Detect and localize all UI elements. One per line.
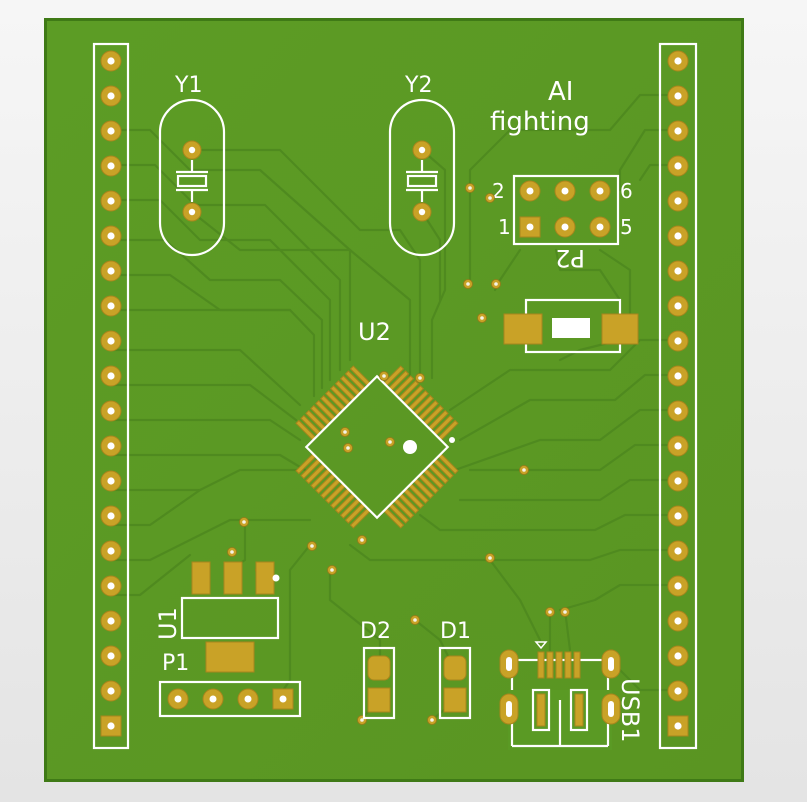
header-pin (100, 400, 122, 422)
header-pin (667, 470, 689, 492)
header-pin (667, 400, 689, 422)
crystal-y2: Y2 (388, 73, 456, 257)
header-pin (100, 470, 122, 492)
header-pin (667, 645, 689, 667)
via (415, 373, 425, 383)
via (519, 465, 529, 475)
header-pin (667, 575, 689, 597)
diode-d2: D2 (360, 619, 396, 720)
via (465, 183, 475, 193)
via (491, 279, 501, 289)
header-pin (100, 505, 122, 527)
p2-pin5-label: 5 (620, 215, 633, 239)
header-pin (667, 365, 689, 387)
via (427, 715, 437, 725)
header-pin (100, 365, 122, 387)
orientation-dot (449, 437, 455, 443)
header-pin (667, 295, 689, 317)
via (227, 547, 237, 557)
label-usb1: USB1 (616, 678, 644, 743)
usb-connector-usb1: USB1 (499, 641, 644, 750)
label-u2: U2 (358, 318, 391, 346)
header-pin (667, 610, 689, 632)
crystal-y1: Y1 (158, 73, 226, 257)
header-pin (667, 260, 689, 282)
label-u1: U1 (154, 607, 182, 640)
copper-traces (110, 93, 680, 722)
brand-line-2: fighting (490, 107, 590, 137)
via (410, 615, 420, 625)
via (307, 541, 317, 551)
connector-p2: 2 6 1 5 P2 (492, 174, 633, 272)
via (545, 607, 555, 617)
chip-u2 (295, 365, 459, 529)
header-pin (100, 120, 122, 142)
header-pin (100, 680, 122, 702)
header-pin (100, 50, 122, 72)
header-pin (100, 715, 122, 737)
smd-component-right (503, 298, 639, 354)
via (379, 371, 389, 381)
header-pin (667, 225, 689, 247)
pin-header-right (658, 42, 698, 750)
header-pin (667, 715, 689, 737)
header-pin (100, 435, 122, 457)
p2-pin6-label: 6 (620, 179, 633, 203)
via (485, 553, 495, 563)
via (477, 313, 487, 323)
via (385, 437, 395, 447)
via (485, 193, 495, 203)
label-p1: P1 (162, 651, 189, 676)
p2-pin1-label: 1 (498, 215, 511, 239)
header-pin (100, 295, 122, 317)
connector-p1: P1 (158, 651, 302, 718)
via (343, 443, 353, 453)
header-pin (667, 540, 689, 562)
label-d2: D2 (360, 619, 391, 644)
header-pin (100, 85, 122, 107)
header-pin (667, 505, 689, 527)
header-pin (100, 330, 122, 352)
via (463, 279, 473, 289)
via (239, 517, 249, 527)
header-pin (667, 155, 689, 177)
regulator-u1: U1 (154, 561, 280, 673)
header-pin (100, 260, 122, 282)
header-pin (667, 435, 689, 457)
brand-line-1: AI (548, 77, 573, 107)
header-pin (667, 190, 689, 212)
header-pin (100, 575, 122, 597)
header-pin (667, 85, 689, 107)
header-pin (100, 225, 122, 247)
label-d1: D1 (440, 619, 471, 644)
pin-header-left (92, 42, 130, 750)
header-pin (667, 680, 689, 702)
label-y2: Y2 (404, 73, 432, 98)
header-pin (100, 540, 122, 562)
label-p2: P2 (555, 244, 585, 272)
header-pin (100, 190, 122, 212)
pin1-marker (403, 440, 417, 454)
via (560, 607, 570, 617)
via (327, 565, 337, 575)
header-pin (667, 50, 689, 72)
header-pin (667, 330, 689, 352)
via (357, 715, 367, 725)
header-pin (100, 610, 122, 632)
via (357, 535, 367, 545)
header-pin (100, 645, 122, 667)
via (340, 427, 350, 437)
label-y1: Y1 (174, 73, 202, 98)
p2-pin2-label: 2 (492, 179, 505, 203)
header-pin (100, 155, 122, 177)
u1-pin1-dot (272, 574, 280, 582)
diode-d1: D1 (438, 619, 472, 720)
header-pin (667, 120, 689, 142)
